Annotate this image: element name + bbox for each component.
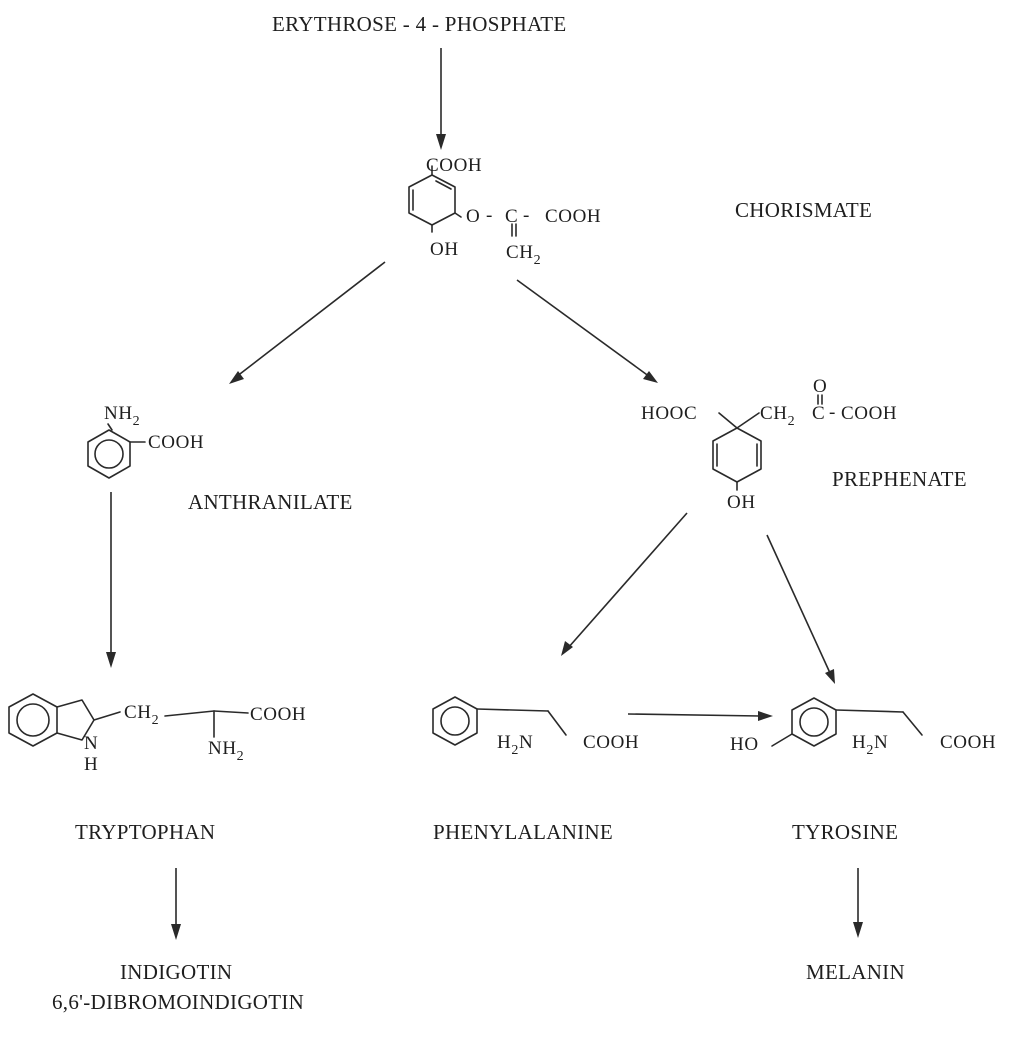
- label-indigotin: INDIGOTIN: [120, 960, 232, 984]
- prephenate-ch2: CH2: [760, 403, 795, 429]
- pathway-arrows: [106, 48, 863, 940]
- phenylalanine-cooh: COOH: [583, 732, 639, 753]
- chorismate-acid: COOH: [545, 206, 601, 227]
- tyrosine-h2n: H2N: [852, 732, 888, 758]
- tryptophan-ch: CH: [124, 702, 152, 723]
- arrow-tryptophan-to-indigotin: [171, 868, 181, 940]
- label-tryptophan: TRYPTOPHAN: [75, 820, 215, 844]
- arrow-prephenate-to-phenylalanine: [561, 512, 688, 656]
- chorismate-dash: -: [486, 205, 493, 226]
- anthranilate-nh2: NH2: [104, 403, 140, 429]
- label-anthranilate: ANTHRANILATE: [188, 490, 353, 514]
- phenylalanine-h: H: [497, 732, 511, 753]
- prephenate-keto-c: C: [812, 403, 825, 424]
- prephenate-structure: HOOC CH2 O C - COOH OH: [641, 376, 897, 513]
- compound-names: ERYTHROSE - 4 - PHOSPHATE CHORISMATE ANT…: [52, 12, 967, 1014]
- chorismate-ch: CH: [506, 242, 534, 263]
- tryptophan-nh2-subscript: 2: [237, 749, 245, 764]
- chorismate-dash-2: -: [523, 205, 530, 226]
- anthranilate-nh2-subscript: 2: [133, 414, 141, 429]
- anthranilate-structure: NH2 COOH: [87, 403, 204, 479]
- label-phenylalanine: PHENYLALANINE: [433, 820, 613, 844]
- chorismate-o: O: [466, 206, 480, 227]
- label-prephenate: PREPHENATE: [832, 467, 967, 491]
- phenylalanine-h2n: H2N: [497, 732, 533, 758]
- prephenate-oh: OH: [727, 492, 756, 513]
- prephenate-keto-o: O: [813, 376, 827, 397]
- phenylalanine-n: N: [519, 732, 533, 753]
- tryptophan-nh2: NH2: [208, 738, 244, 764]
- tryptophan-ch2: CH2: [124, 702, 159, 728]
- arrow-chorismate-to-anthranilate: [229, 261, 386, 384]
- arrow-chorismate-to-prephenate: [516, 279, 658, 383]
- tyrosine-n: N: [874, 732, 888, 753]
- tyrosine-h2n-subscript: 2: [866, 743, 874, 758]
- tyrosine-h: H: [852, 732, 866, 753]
- chorismate-structure: COOH O C COOH - - OH CH2: [408, 155, 601, 268]
- arrow-prephenate-to-tyrosine: [766, 534, 835, 684]
- tryptophan-cooh: COOH: [250, 704, 306, 725]
- label-melanin: MELANIN: [806, 960, 905, 984]
- label-dibromoindigotin: 6,6'-DIBROMOINDIGOTIN: [52, 990, 304, 1014]
- arrow-phenylalanine-to-tyrosine: [627, 711, 773, 721]
- tryptophan-ring-h: H: [84, 754, 98, 775]
- prephenate-hooc: HOOC: [641, 403, 697, 424]
- anthranilate-cooh: COOH: [148, 432, 204, 453]
- tryptophan-ring-n: N: [84, 733, 98, 754]
- tryptophan-nh: NH: [208, 738, 237, 759]
- anthranilate-nh: NH: [104, 403, 133, 424]
- tyrosine-ho: HO: [730, 734, 759, 755]
- tryptophan-structure: CH2 COOH NH2 N H: [8, 693, 306, 775]
- prephenate-dash: -: [829, 402, 836, 423]
- arrow-anthranilate-to-tryptophan: [106, 492, 116, 668]
- phenylalanine-structure: H2N COOH: [432, 696, 639, 758]
- arrow-erythrose-to-chorismate: [436, 48, 446, 150]
- tyrosine-cooh: COOH: [940, 732, 996, 753]
- prephenate-ch2-subscript: 2: [788, 414, 796, 429]
- chorismate-ch2-subscript: 2: [534, 253, 542, 268]
- chorismate-oh: OH: [430, 239, 459, 260]
- label-chorismate: CHORISMATE: [735, 198, 872, 222]
- arrow-tyrosine-to-melanin: [853, 868, 863, 938]
- chorismate-ester-c: C: [505, 206, 518, 227]
- label-tyrosine: TYROSINE: [792, 820, 898, 844]
- label-erythrose: ERYTHROSE - 4 - PHOSPHATE: [272, 12, 567, 36]
- chorismate-cooh: COOH: [426, 155, 482, 176]
- phenylalanine-h2n-subscript: 2: [511, 743, 519, 758]
- tyrosine-structure: HO H2N COOH: [730, 697, 996, 758]
- prephenate-cooh: COOH: [841, 403, 897, 424]
- chorismate-ch2: CH2: [506, 242, 541, 268]
- prephenate-ch: CH: [760, 403, 788, 424]
- tryptophan-ch2-subscript: 2: [152, 713, 160, 728]
